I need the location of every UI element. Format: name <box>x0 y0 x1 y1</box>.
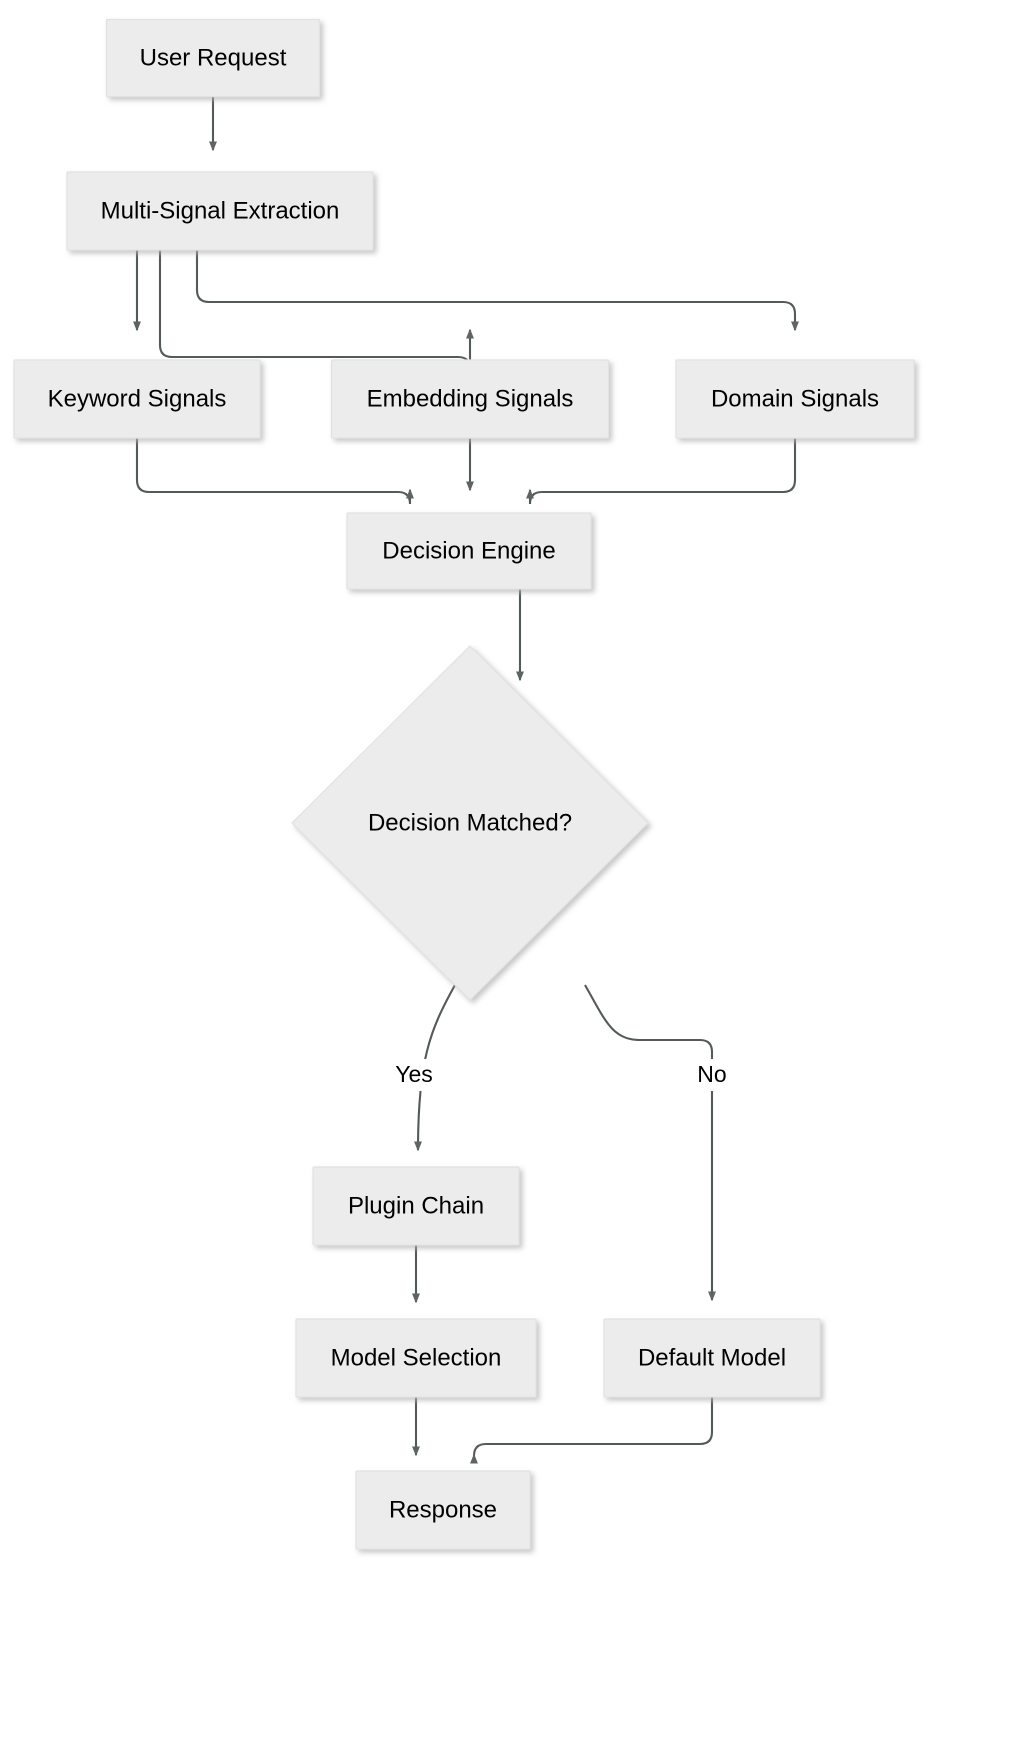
flow-edge <box>414 984 456 1152</box>
flow-edge <box>526 438 797 505</box>
edge-label-text: Yes <box>395 1061 433 1087</box>
edge-label-yes: Yes <box>388 1059 440 1091</box>
node-shape-rect <box>105 18 321 98</box>
node-shape-rect <box>13 359 261 439</box>
flow-node-response[interactable]: Response <box>355 1470 531 1550</box>
flow-node-default-model[interactable]: Default Model <box>603 1318 821 1398</box>
node-shape-rect <box>312 1166 520 1246</box>
flow-node-embedding-signals[interactable]: Embedding Signals <box>330 359 610 439</box>
flow-edge <box>158 250 474 370</box>
flow-edge <box>584 984 716 1302</box>
flow-node-keyword-signals[interactable]: Keyword Signals <box>13 359 261 439</box>
edge-label-backdrop <box>388 1059 440 1091</box>
flow-node-plugin-chain[interactable]: Plugin Chain <box>312 1166 520 1246</box>
flow-node-domain-signals[interactable]: Domain Signals <box>675 359 915 439</box>
node-shape-rect <box>603 1318 821 1398</box>
flow-node-model-selection[interactable]: Model Selection <box>295 1318 537 1398</box>
node-shape-rect <box>355 1470 531 1550</box>
flow-node-decision-engine[interactable]: Decision Engine <box>346 512 592 590</box>
flow-node-decision-matched[interactable]: Decision Matched? <box>291 645 649 1001</box>
edge-label-backdrop <box>693 1059 731 1091</box>
node-shape-rect <box>66 171 374 251</box>
flow-edge <box>470 1397 714 1464</box>
node-shape-rect <box>675 359 915 439</box>
edges-layer <box>133 97 799 1464</box>
edge-label-no: No <box>693 1059 731 1091</box>
flow-edge <box>195 250 799 332</box>
flow-node-multi-signal-extraction[interactable]: Multi-Signal Extraction <box>66 171 374 251</box>
node-shape-diamond <box>291 645 649 1001</box>
node-shape-rect <box>346 512 592 590</box>
edge-label-text: No <box>697 1061 726 1087</box>
node-shape-rect <box>295 1318 537 1398</box>
flow-edge <box>135 438 414 505</box>
node-shape-rect <box>330 359 610 439</box>
edge-labels-layer: Yes No <box>388 1059 731 1091</box>
flow-node-user-request[interactable]: User Request <box>105 18 321 98</box>
